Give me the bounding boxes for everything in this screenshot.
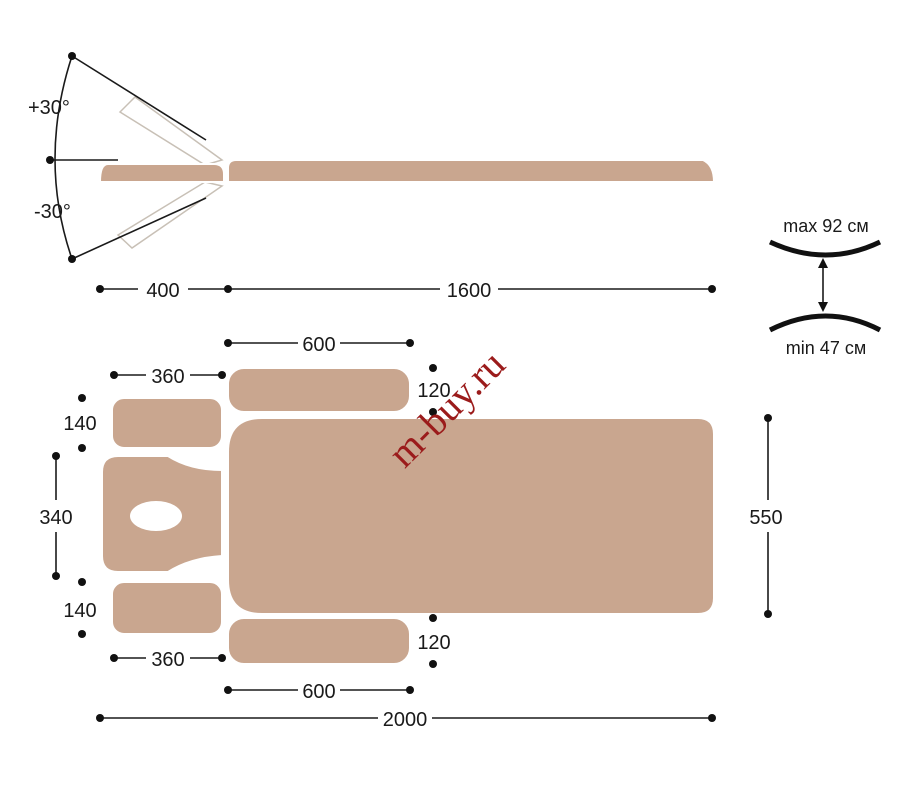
- dim-120-top-dot-b: [429, 408, 437, 416]
- dim-140-bottom-dot-b: [78, 630, 86, 638]
- dim-600-top-dot-a: [224, 339, 232, 347]
- angle-dot-bottom: [68, 255, 76, 263]
- height-indicator: max 92 см min 47 см: [768, 216, 882, 358]
- dim-340-dot-a: [52, 452, 60, 460]
- arm-bottom-len-label: 600: [302, 681, 335, 703]
- height-arrow-down: [818, 302, 828, 312]
- height-min-arc: [768, 313, 882, 333]
- height-min-label: min 47 см: [786, 338, 866, 358]
- dim-120-bottom-dot-b: [429, 660, 437, 668]
- head-tilt-down-outline: [116, 181, 224, 249]
- angle-arc: [54, 55, 73, 260]
- side-bottom-len-label: 360: [151, 649, 184, 671]
- arm-top-w-label: 120: [417, 380, 450, 402]
- dim-360-top-dot-a: [110, 371, 118, 379]
- dim-140-top-dot-b: [78, 444, 86, 452]
- arm-rest-bottom: [227, 617, 411, 665]
- dim-360-bottom-dot-b: [218, 654, 226, 662]
- len-head-label: 400: [146, 280, 179, 302]
- dim-600-bottom-dot-b: [406, 686, 414, 694]
- side-bottom-w-label: 140: [63, 600, 96, 622]
- side-top-len-label: 360: [151, 366, 184, 388]
- dim-120-top-dot-a: [429, 364, 437, 372]
- total-len-label: 2000: [383, 709, 428, 731]
- dim-340-dot-b: [52, 572, 60, 580]
- side-head-section: [98, 163, 225, 183]
- angle-dot-top: [68, 52, 76, 60]
- side-body-section: [227, 159, 716, 183]
- dim-360-bottom-dot-a: [110, 654, 118, 662]
- dim-360-top-dot-b: [218, 371, 226, 379]
- head-w-label: 340: [39, 507, 72, 529]
- dim-400-end-dot: [224, 285, 232, 293]
- dim-550-dot-b: [764, 610, 772, 618]
- dim-600-bottom-dot-a: [224, 686, 232, 694]
- dim-140-top-dot-a: [78, 394, 86, 402]
- side-top-w-label: 140: [63, 413, 96, 435]
- height-arrow-up: [818, 258, 828, 268]
- dim-1600-end-dot: [708, 285, 716, 293]
- angle-line-down: [71, 197, 207, 260]
- angle-down-label: -30°: [34, 201, 71, 223]
- dim-140-bottom-dot-a: [78, 578, 86, 586]
- dim-600-top-dot-b: [406, 339, 414, 347]
- main-body-section: [227, 417, 715, 615]
- body-w-label: 550: [749, 507, 782, 529]
- height-max-arc: [768, 239, 882, 258]
- arm-rest-top: [227, 367, 411, 413]
- angle-dot-mid: [46, 156, 54, 164]
- top-view: 600 360 120 140 340 140 550 12: [39, 334, 782, 731]
- height-max-label: max 92 см: [783, 216, 868, 236]
- dim-120-bottom-dot-a: [429, 614, 437, 622]
- dim-400-start-dot: [96, 285, 104, 293]
- side-rest-top: [111, 397, 223, 449]
- arm-bottom-w-label: 120: [417, 632, 450, 654]
- head-tilt-up-outline: [118, 96, 224, 166]
- side-rest-bottom: [111, 581, 223, 635]
- arm-top-len-label: 600: [302, 334, 335, 356]
- side-view: +30° -30° 400 1600: [28, 52, 716, 302]
- face-hole: [130, 501, 182, 531]
- dim-2000-dot-b: [708, 714, 716, 722]
- len-body-label: 1600: [447, 280, 492, 302]
- angle-line-up: [71, 55, 207, 141]
- angle-up-label: +30°: [28, 97, 70, 119]
- dim-2000-dot-a: [96, 714, 104, 722]
- dim-550-dot-a: [764, 414, 772, 422]
